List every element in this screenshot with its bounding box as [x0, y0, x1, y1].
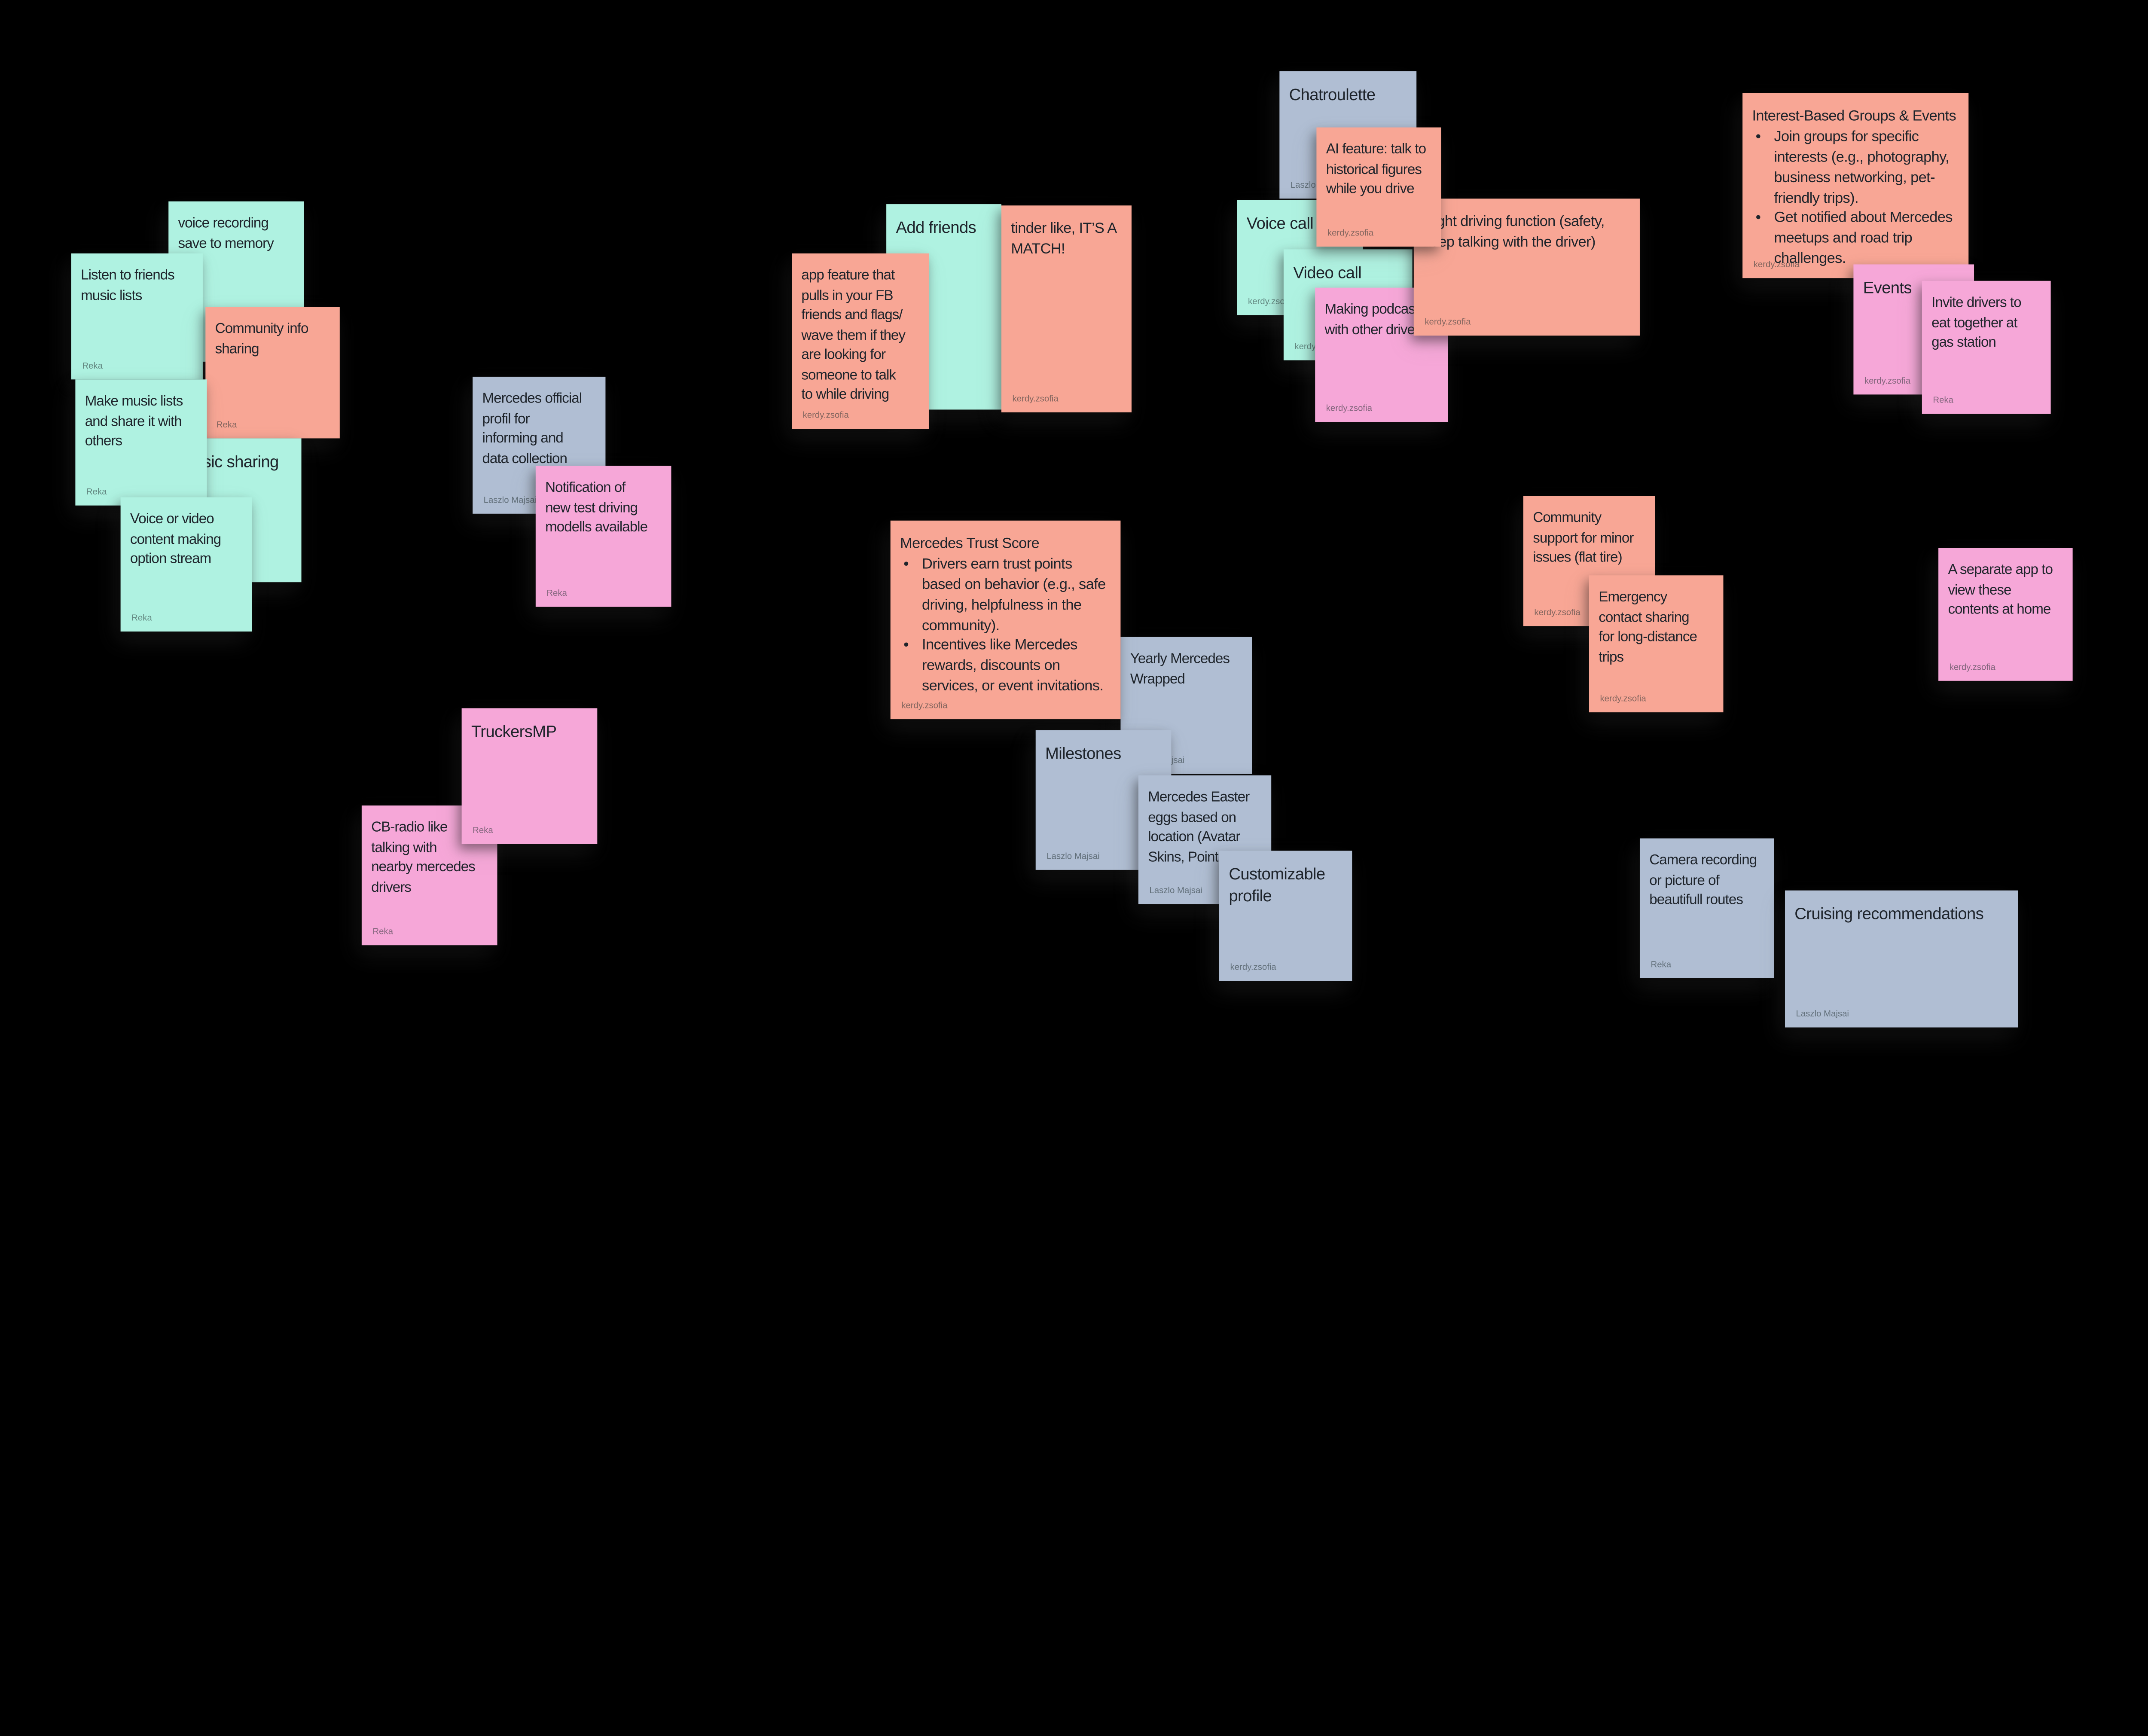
note-author-label: kerdy.zsofia: [1012, 394, 1059, 404]
note-text: Notification of new test driving modells…: [545, 481, 648, 536]
note-author-label: Laszlo Majsai: [1796, 1010, 1849, 1019]
sticky-note-customizable-profile[interactable]: Customizable profile kerdy.zsofia: [1219, 851, 1352, 981]
note-text: Camera recording or picture of beautiful…: [1649, 853, 1757, 909]
note-author-label: kerdy.zsofia: [1327, 229, 1374, 238]
note-author-label: kerdy.zsofia: [1425, 317, 1471, 328]
note-text: Milestones: [1045, 744, 1121, 763]
note-bullet-list: Join groups for specific interests (e.g.…: [1752, 127, 1959, 270]
note-text: Events: [1863, 278, 1912, 297]
note-author-label: Reka: [131, 613, 152, 623]
sticky-note-night-driving-function[interactable]: Night driving function (safety, keep tal…: [1413, 198, 1640, 336]
note-author-label: kerdy.zsofia: [1534, 608, 1580, 618]
note-author-label: kerdy.zsofia: [1600, 694, 1646, 705]
note-text: Listen to friends music lists: [81, 268, 175, 304]
note-text: Voice call: [1246, 214, 1314, 233]
note-text: Community info sharing: [215, 322, 309, 357]
note-text: Yearly Mercedes Wrapped: [1130, 652, 1230, 687]
sticky-note-ai-historical-figures[interactable]: AI feature: talk to historical figures w…: [1316, 127, 1441, 247]
note-text: AI feature: talk to historical figures w…: [1326, 142, 1426, 198]
note-author-label: Reka: [546, 589, 567, 599]
note-author-label: Laszlo Majsai: [1047, 852, 1100, 862]
note-text: Make music lists and share it with other…: [85, 394, 183, 450]
note-text: Video call: [1293, 263, 1362, 282]
note-author-label: Reka: [1933, 396, 1953, 406]
note-author-label: Reka: [1651, 960, 1672, 970]
sticky-note-mercedes-trust-score[interactable]: Mercedes Trust ScoreDrivers earn trust p…: [890, 520, 1121, 720]
note-author-label: Laszlo Majsai: [483, 496, 537, 506]
sticky-note-make-music-lists[interactable]: Make music lists and share it with other…: [75, 379, 207, 506]
note-title: Interest-Based Groups & Events: [1752, 108, 1956, 125]
sticky-note-notification-test-driving[interactable]: Notification of new test driving modells…: [535, 466, 671, 607]
note-text: TruckersMP: [471, 722, 557, 741]
sticky-note-yearly-mercedes-wrapped[interactable]: Yearly Mercedes WrappedLaszlo Majsai: [1120, 637, 1252, 774]
note-author-label: kerdy.zsofia: [1326, 404, 1372, 414]
sticky-note-invite-drivers-gas-station[interactable]: Invite drivers to eat together at gas st…: [1922, 281, 2051, 414]
note-text: Community support for minor issues (flat…: [1533, 511, 1634, 566]
sticky-note-voice-video-content[interactable]: Voice or video content making option str…: [120, 497, 252, 632]
note-author-label: kerdy.zsofia: [1949, 663, 1995, 673]
note-text: CB-radio like talking with nearby merced…: [371, 821, 476, 896]
note-author-label: Reka: [82, 361, 103, 372]
sticky-note-camera-recording-routes[interactable]: Camera recording or picture of beautiful…: [1639, 838, 1774, 978]
note-author-label: kerdy.zsofia: [1248, 297, 1294, 307]
note-author-label: Reka: [86, 488, 107, 497]
sticky-note-truckersmp[interactable]: TruckersMP Reka: [461, 708, 598, 844]
sticky-note-app-feature-fb-friends[interactable]: app feature that pulls in your FB friend…: [792, 253, 929, 429]
note-author-label: Reka: [372, 927, 393, 937]
note-bullet-list: Drivers earn trust points based on behav…: [900, 555, 1111, 697]
note-text: Emergency contact sharing for long-dista…: [1599, 590, 1697, 665]
sticky-note-tinder-match[interactable]: tinder like, IT’S A MATCH! kerdy.zsofia: [1001, 205, 1132, 412]
note-text: tinder like, IT’S A MATCH!: [1011, 220, 1117, 258]
note-text: app feature that pulls in your FB friend…: [801, 268, 906, 403]
note-text: Chatroulette: [1289, 85, 1376, 104]
sticky-note-separate-app-home[interactable]: A separate app to view these contents at…: [1938, 548, 2073, 681]
note-text: Mercedes official profil for informing a…: [482, 391, 582, 467]
note-author-label: Reka: [216, 420, 237, 430]
note-author-label: kerdy.zsofia: [1230, 963, 1276, 973]
note-text: Invite drivers to eat together at gas st…: [1931, 296, 2021, 351]
note-text: A separate app to view these contents at…: [1948, 563, 2053, 618]
note-author-label: Reka: [473, 826, 493, 836]
note-text: Voice or video content making option str…: [130, 512, 221, 567]
note-text: Cruising recommendations: [1794, 904, 1984, 924]
sticky-note-cb-radio[interactable]: CB-radio like talking with nearby merced…: [361, 805, 497, 946]
note-bullet: Join groups for specific interests (e.g.…: [1774, 127, 1959, 209]
note-text: Add friends: [896, 218, 976, 237]
note-author-label: kerdy.zsofia: [1864, 376, 1911, 387]
note-author-label: kerdy.zsofia: [1753, 260, 1800, 270]
note-bullet: Incentives like Mercedes rewards, discou…: [922, 636, 1111, 697]
sticky-note-interest-based-groups[interactable]: Interest-Based Groups & EventsJoin group…: [1742, 93, 1969, 278]
note-author-label: kerdy.zsofia: [802, 411, 849, 421]
note-text: voice recording save to memory: [178, 216, 274, 252]
note-text: Making podcast with other driver: [1324, 302, 1419, 338]
note-text: Night driving function (safety, keep tal…: [1423, 214, 1605, 251]
note-text: Customizable profile: [1229, 864, 1325, 906]
note-title: Mercedes Trust Score: [900, 535, 1040, 552]
note-bullet: Drivers earn trust points based on behav…: [922, 555, 1111, 636]
note-author-label: Laszlo Majsai: [1149, 886, 1202, 896]
sticky-note-emergency-contact-sharing[interactable]: Emergency contact sharing for long-dista…: [1589, 575, 1724, 713]
note-bullet: Get notified about Mercedes meetups and …: [1774, 209, 1959, 270]
note-author-label: kerdy.zsofia: [901, 701, 948, 711]
